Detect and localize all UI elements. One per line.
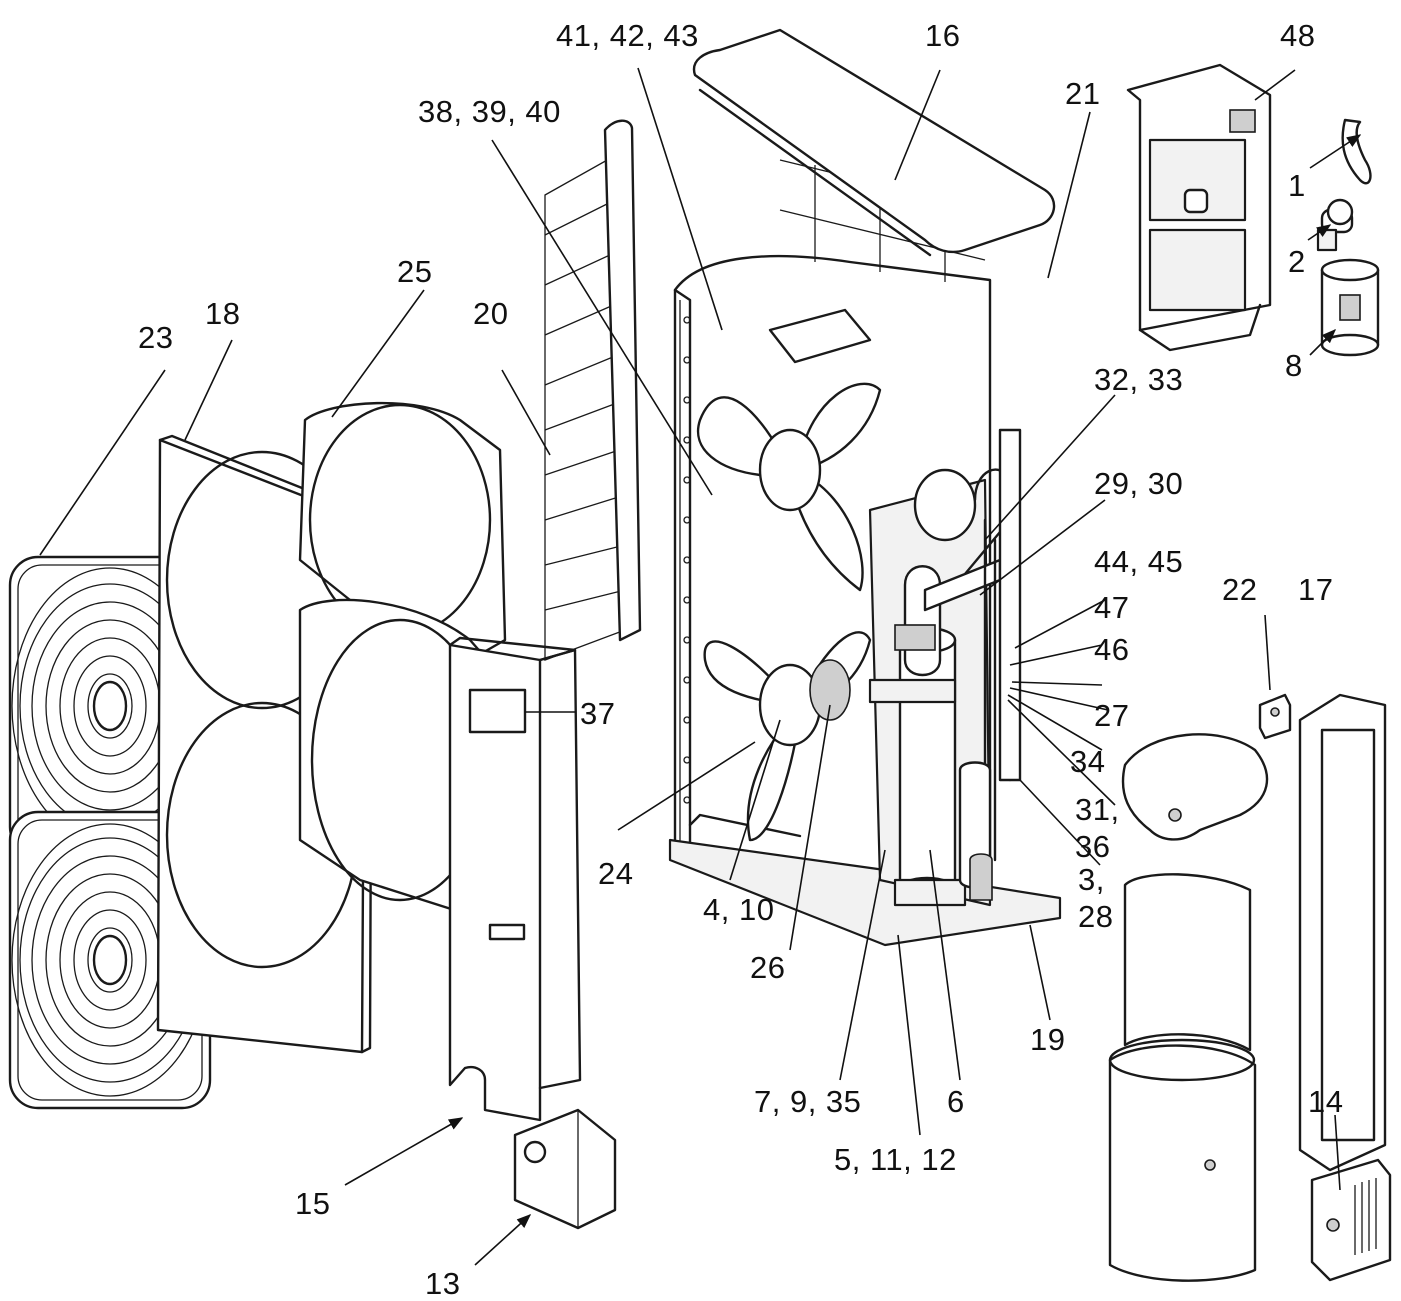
leader-lines: [39, 67, 1362, 1266]
label-18: 18: [205, 296, 240, 331]
label-7-9-35: 7, 9, 35: [754, 1084, 861, 1119]
top-panel: [692, 28, 1056, 257]
label-24: 24: [598, 856, 633, 891]
part-14-cover: [1310, 1158, 1392, 1282]
label-41-42-43: 41, 42, 43: [556, 18, 699, 53]
label-15: 15: [295, 1186, 330, 1221]
part-22-bracket: [1258, 693, 1292, 740]
label-47: 47: [1094, 590, 1129, 625]
label-25: 25: [397, 254, 432, 289]
part-8-filter: [1320, 258, 1380, 357]
label-21: 21: [1065, 76, 1100, 111]
label-48: 48: [1280, 18, 1315, 53]
label-6: 6: [947, 1084, 965, 1119]
label-26: 26: [750, 950, 785, 985]
label-46: 46: [1094, 632, 1129, 667]
compressor-assembly: [868, 428, 1022, 907]
label-20: 20: [473, 296, 508, 331]
label-13: 13: [425, 1266, 460, 1301]
label-37: 37: [580, 696, 615, 731]
label-44-45: 44, 45: [1094, 544, 1183, 579]
label-8: 8: [1285, 348, 1303, 383]
rear-wire-grille: [544, 119, 642, 661]
label-16: 16: [925, 18, 960, 53]
label-2: 2: [1288, 244, 1306, 279]
label-14: 14: [1308, 1084, 1343, 1119]
side-panel-right: [1298, 693, 1387, 1172]
label-34: 34: [1070, 744, 1105, 779]
label-27: 27: [1094, 698, 1129, 733]
label-36: 36: [1075, 829, 1110, 864]
compressor-sound-cover-lower: [1108, 1038, 1257, 1282]
label-19: 19: [1030, 1022, 1065, 1057]
pipe-cover-bottom: [513, 1108, 617, 1230]
label-28: 28: [1078, 899, 1113, 934]
part-1-handle: [1341, 118, 1372, 185]
label-32-33: 32, 33: [1094, 362, 1183, 397]
label-31: 31,: [1075, 792, 1120, 827]
label-17: 17: [1298, 572, 1333, 607]
compressor-sound-cover-upper: [1123, 873, 1252, 1052]
label-4-10: 4, 10: [703, 892, 774, 927]
label-23: 23: [138, 320, 173, 355]
side-panel-front: [448, 636, 582, 1122]
part-2-fitting: [1316, 198, 1354, 252]
label-29-30: 29, 30: [1094, 466, 1183, 501]
compressor-sound-cover-top: [1121, 733, 1269, 841]
control-box: [1126, 63, 1272, 352]
label-1: 1: [1288, 168, 1306, 203]
label-38-39-40: 38, 39, 40: [418, 94, 561, 129]
label-3: 3,: [1078, 862, 1105, 897]
label-5-11-12: 5, 11, 12: [834, 1142, 957, 1177]
part-labels: 41, 42, 43 16 48 21 38, 39, 40 1 2 25 18…: [138, 18, 1343, 1301]
label-22: 22: [1222, 572, 1257, 607]
